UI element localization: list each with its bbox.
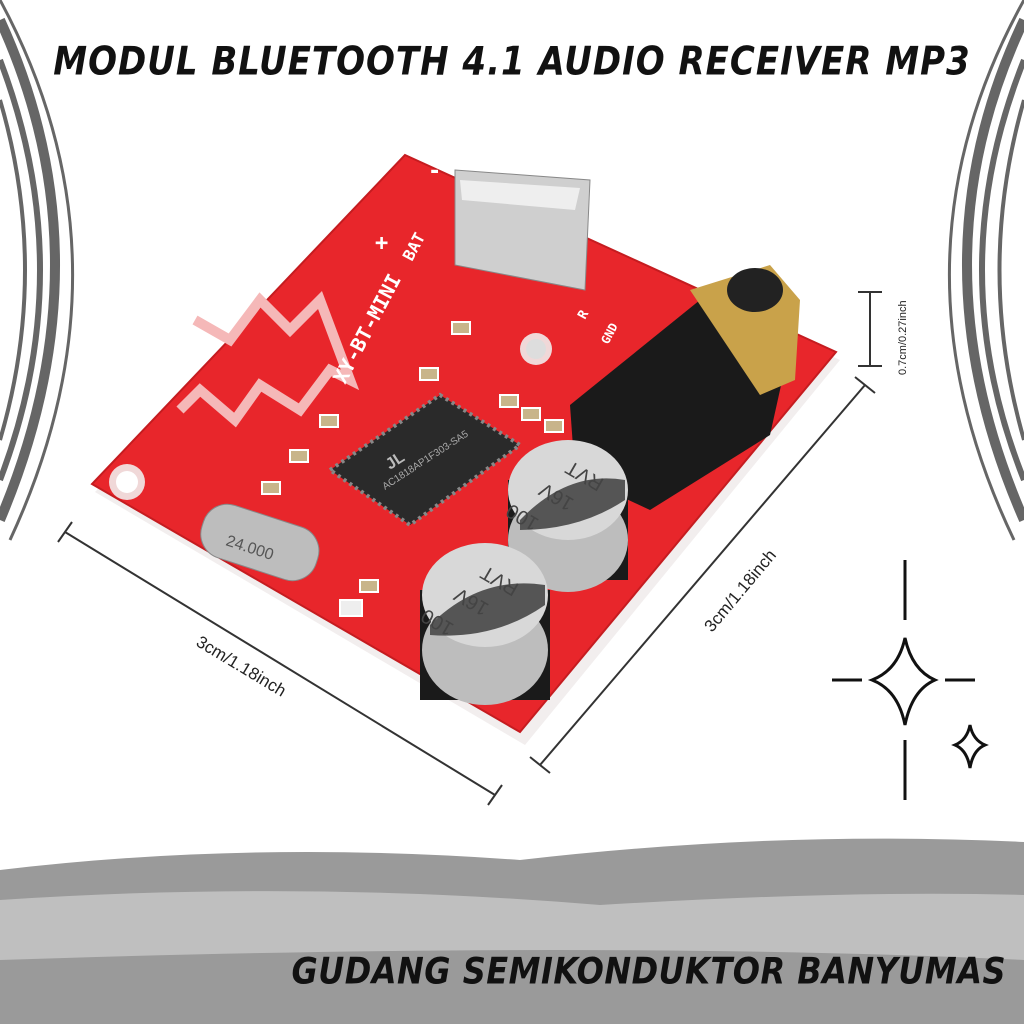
store-name: GUDANG SEMIKONDUKTOR BANYUMAS	[291, 949, 1006, 993]
pcb-board: JL AC1818AP1F303-SA5 24.000 100 16V RVT …	[90, 153, 840, 745]
depth-dimension	[529, 376, 876, 774]
minus-label: -	[428, 159, 441, 184]
sparkle-icon	[832, 560, 975, 800]
plus-label: +	[375, 231, 388, 256]
capacitor: 100 16V RVT	[418, 543, 550, 705]
crystal-oscillator: 24.000	[200, 503, 320, 582]
height-dimension-label: 0.7cm/0.27inch	[897, 300, 909, 375]
depth-dimension-label: 3cm/1.18inch	[701, 546, 781, 636]
page-title: MODUL BLUETOOTH 4.1 AUDIO RECEIVER MP3	[53, 39, 971, 85]
micro-usb-port	[454, 169, 591, 291]
audio-jack	[570, 265, 800, 510]
left-arcs-decoration	[0, 0, 75, 541]
width-dimension-label: 3cm/1.18inch	[193, 632, 289, 700]
smd-components	[261, 321, 564, 617]
ic-chip: JL AC1818AP1F303-SA5	[326, 392, 524, 528]
height-dimension	[858, 291, 882, 367]
brush-swoosh-light	[0, 891, 1024, 960]
width-dimension	[57, 521, 503, 806]
pcb-antenna	[176, 290, 360, 428]
right-arcs-decoration	[947, 0, 1024, 541]
small-sparkle-icon	[951, 724, 989, 769]
